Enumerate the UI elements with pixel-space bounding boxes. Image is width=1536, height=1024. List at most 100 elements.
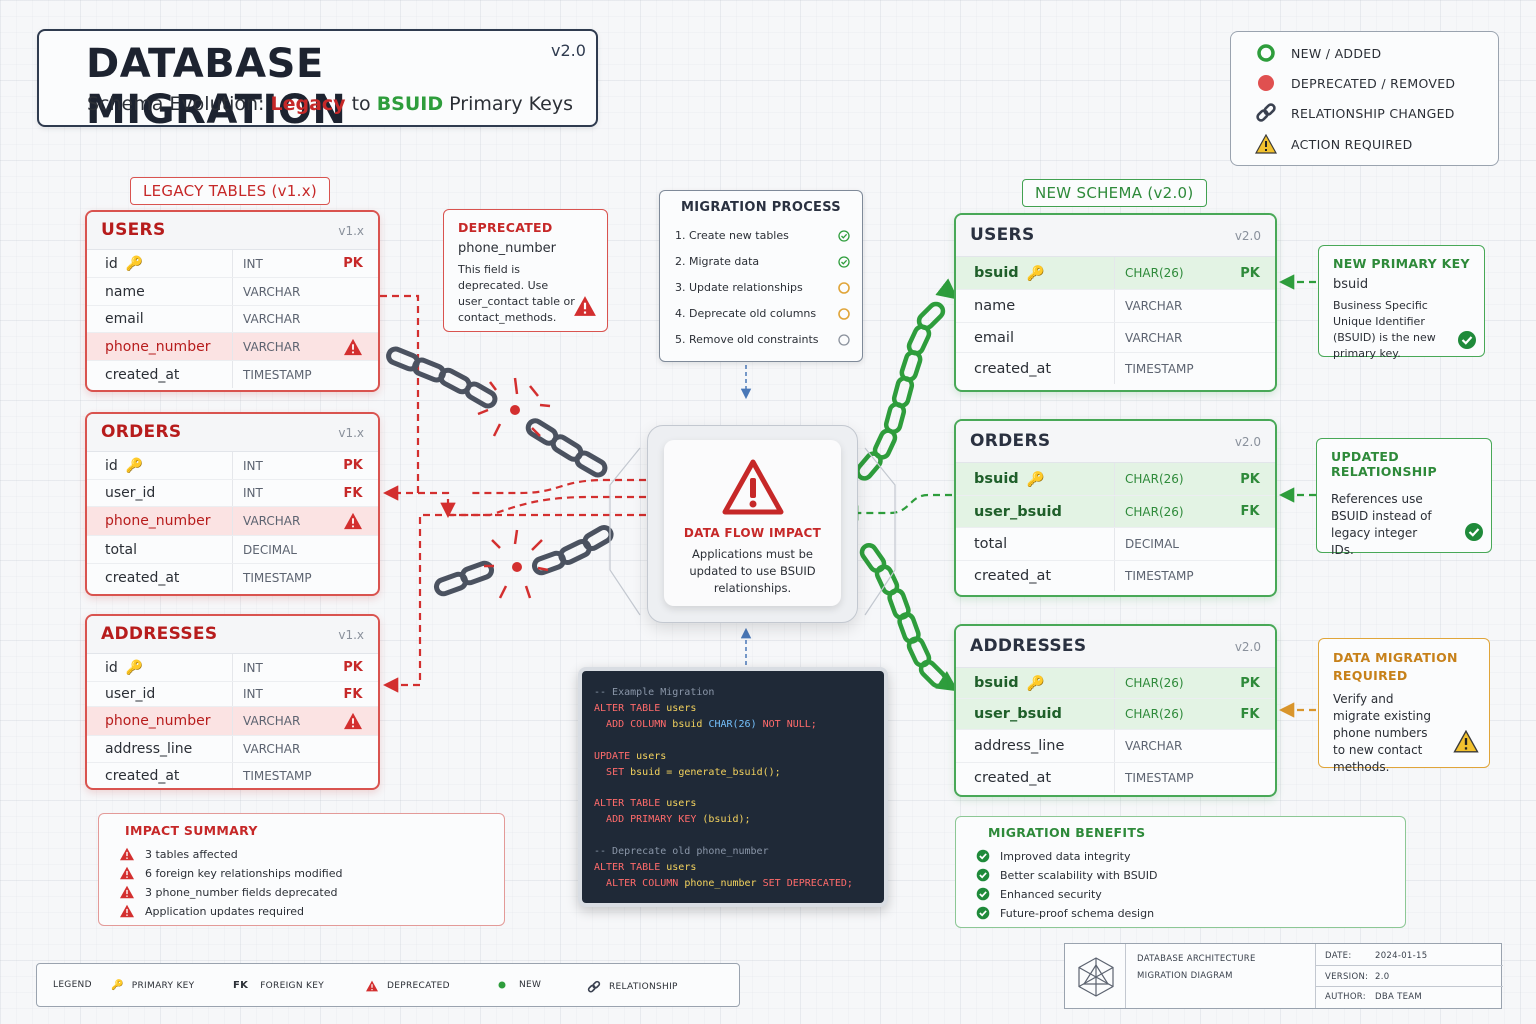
- check-circle-icon: [976, 849, 990, 863]
- column-name: created_at: [105, 366, 180, 383]
- hexagon-logo-icon: [1078, 957, 1114, 997]
- code-keyword: SET DEPRECATED;: [762, 877, 853, 889]
- column-type: DECIMAL: [1114, 528, 1225, 560]
- column-name: created_at: [974, 568, 1052, 584]
- column-key: PK: [1240, 675, 1260, 691]
- column-name: created_at: [105, 767, 180, 784]
- column-type: TIMESTAMP: [1114, 353, 1225, 384]
- legend-text: NEW: [519, 980, 542, 990]
- subtitle-mid: to: [345, 93, 377, 115]
- author-label: AUTHOR:: [1325, 992, 1366, 1002]
- legend-text: FOREIGN KEY: [260, 980, 324, 991]
- table-name: ORDERS: [970, 431, 1051, 451]
- version-value: 2.0: [1375, 972, 1390, 982]
- column-type: VARCHAR: [232, 333, 328, 360]
- table-row-new[interactable]: bsuid🔑CHAR(26)PK: [956, 257, 1275, 290]
- warning-icon: [120, 904, 134, 918]
- table-name: ORDERS: [101, 422, 182, 442]
- column-key: FK: [1240, 504, 1260, 519]
- code-keyword: UPDATE: [594, 750, 631, 762]
- subtitle-legacy: Legacy: [270, 93, 346, 115]
- warning-icon: [120, 847, 134, 861]
- code-keyword: ALTER TABLE: [594, 798, 661, 810]
- warning-icon: [1255, 133, 1277, 155]
- check-circle-icon: [1458, 331, 1476, 349]
- impact-title: DATA FLOW IMPACT: [683, 526, 822, 540]
- summary-text: Application updates required: [145, 904, 305, 918]
- table-row-new[interactable]: bsuid🔑CHAR(26)PK: [956, 668, 1275, 699]
- new-primary-key-callout: NEW PRIMARY KEY bsuid Business Specific …: [1318, 245, 1485, 360]
- table-header: USERS v1.x: [87, 212, 378, 250]
- migration-code-block: -- Example Migration ALTER TABLE users A…: [578, 667, 888, 907]
- legend-heading-text: LEGEND: [53, 980, 92, 990]
- column-type: VARCHAR: [232, 736, 328, 762]
- new-table-addresses[interactable]: ADDRESSES v2.0 bsuid🔑CHAR(26)PK user_bsu…: [954, 624, 1277, 797]
- broken-chain-addresses: [433, 525, 614, 597]
- broken-chain-users: [386, 346, 608, 478]
- title-block-line1: DATABASE ARCHITECTURE: [1137, 954, 1256, 964]
- step-label: 2. Migrate data: [675, 255, 760, 268]
- code-keyword: NOT NULL;: [762, 718, 817, 730]
- column-type: DECIMAL: [232, 536, 328, 563]
- step-label: 4. Deprecate old columns: [675, 307, 817, 320]
- code-keyword: ADD PRIMARY KEY: [606, 814, 697, 826]
- legacy-section-label: LEGACY TABLES (v1.x): [130, 177, 331, 205]
- drawing-title-block: DATABASE ARCHITECTURE MIGRATION DIAGRAM …: [1064, 943, 1503, 1009]
- legend-item-deprecated: DEPRECATED / REMOVED: [1255, 72, 1455, 94]
- column-name: address_line: [105, 741, 193, 757]
- column-name: id🔑: [87, 660, 232, 676]
- key-icon: 🔑: [125, 457, 144, 474]
- break-burst-icon: [477, 377, 551, 437]
- table-row[interactable]: address_line VARCHAR: [87, 736, 378, 763]
- column-name: email: [105, 311, 144, 327]
- column-name: user_id: [105, 485, 156, 501]
- subtitle-prefix: Schema Evolution:: [87, 93, 271, 115]
- column-name-text: id: [105, 457, 118, 474]
- column-name: bsuid🔑: [956, 265, 1114, 282]
- deprecated-callout: DEPRECATED phone_number This field is de…: [443, 209, 608, 332]
- table-version: v1.x: [338, 426, 364, 440]
- benefit-text: Future-proof schema design: [1000, 906, 1155, 920]
- new-schema-section-label: NEW SCHEMA (v2.0): [1022, 179, 1207, 207]
- process-step: 4. Deprecate old columns: [675, 307, 850, 320]
- benefit-item: Improved data integrity: [976, 849, 1130, 863]
- callout-body: This field is deprecated. Use user_conta…: [458, 263, 575, 324]
- link-icon: [1255, 102, 1277, 124]
- callout-title: DEPRECATED: [458, 220, 553, 235]
- legend-item-relationship: RELATIONSHIP CHANGED: [1255, 102, 1455, 124]
- table-row-new[interactable]: bsuid🔑CHAR(26)PK: [956, 463, 1275, 496]
- process-step: 5. Remove old constraints: [675, 333, 850, 346]
- step-label: 3. Update relationships: [675, 281, 803, 294]
- legend-item-new: NEW: [497, 980, 541, 990]
- column-type: INT: [232, 452, 328, 479]
